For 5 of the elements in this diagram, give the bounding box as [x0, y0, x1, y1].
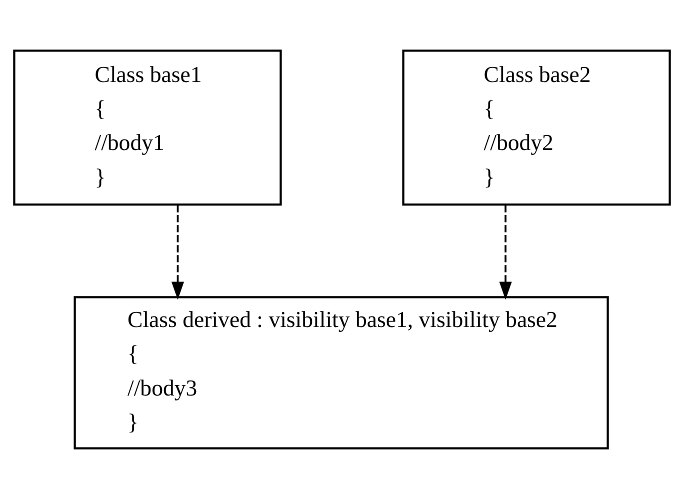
arrow: [499, 205, 512, 300]
node-box: Class base2 { //body2 }: [402, 50, 671, 206]
arrow: [171, 205, 184, 300]
node-box: Class base1 { //body1 }: [13, 50, 282, 206]
node-box: Class derived : visibility base1, visibility base2 { //body3 }: [74, 296, 609, 450]
